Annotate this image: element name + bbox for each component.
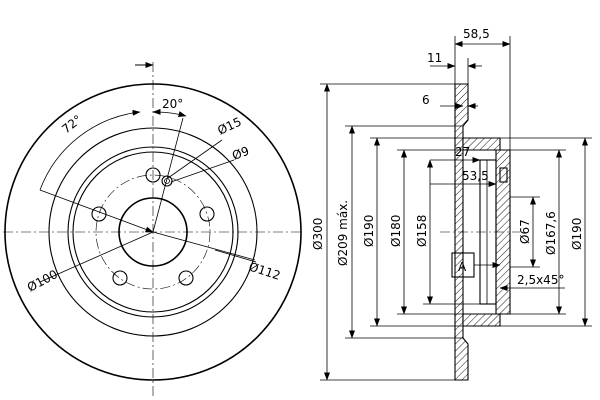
datum-a-label: A [458, 260, 467, 274]
label-dia-9: Ø9 [230, 144, 251, 163]
label-167-6: Ø167,6 [544, 211, 558, 255]
bolt-hole [178, 270, 194, 286]
label-dia-15: Ø15 [215, 115, 243, 138]
label-dia-112: Ø112 [247, 260, 282, 283]
angle-arc-20 [152, 108, 187, 117]
locating-hole [161, 175, 173, 187]
label-209: Ø209 máx. [336, 200, 350, 266]
label-58-5: 58,5 [463, 27, 490, 41]
angle-arc-72 [39, 109, 141, 191]
label-67: Ø67 [518, 219, 532, 244]
label-chamfer: 2,5x45° [517, 273, 564, 287]
label-angle-20: 20° [162, 97, 183, 111]
label-190-left: Ø190 [362, 215, 376, 247]
hat-bottom-wall-section [462, 313, 501, 327]
radial-line-100 [39, 231, 154, 283]
label-6: 6 [422, 93, 430, 107]
label-dia-100: Ø100 [25, 267, 60, 295]
leader-dia-15 [167, 139, 223, 179]
label-300: Ø300 [311, 218, 325, 250]
radial-line-20 [152, 117, 184, 233]
label-53-5: 53,5 [462, 169, 489, 183]
label-27: 27 [455, 145, 470, 159]
label-190-right: Ø190 [570, 218, 584, 250]
label-180: Ø180 [389, 215, 403, 247]
label-11: 11 [427, 51, 442, 65]
leader-dia-112 [214, 249, 257, 263]
bolt-hole [199, 206, 215, 222]
bolt-hole [112, 270, 128, 286]
bolt-hole [91, 206, 107, 222]
radial-line-112 [152, 231, 256, 261]
front-view: 72° 20° Ø15 Ø9 Ø100 Ø112 [3, 62, 303, 398]
label-angle-72: 72° [59, 112, 84, 136]
radial-line-72 [39, 189, 154, 233]
section-view: A 58,5 11 6 27 53,5 Ø300 Ø209 máx. Ø190 [311, 27, 592, 381]
bolt-hole [145, 167, 161, 183]
leader-dia-9 [170, 159, 235, 183]
vent-slot [499, 167, 508, 183]
label-158: Ø158 [415, 215, 429, 247]
